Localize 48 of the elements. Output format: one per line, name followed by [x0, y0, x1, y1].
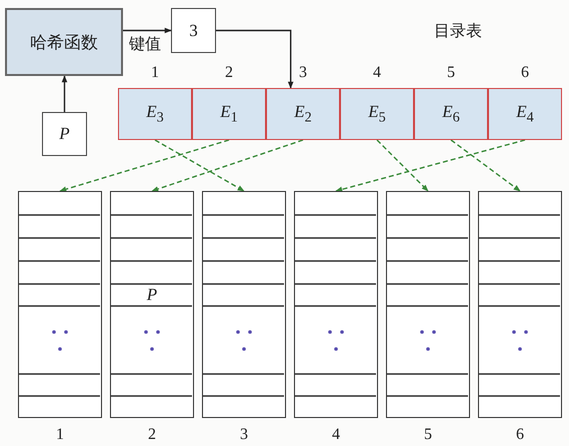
bucket-column — [18, 191, 102, 418]
index-number: 3 — [299, 64, 307, 82]
node-label: E$_{6}$ — [442, 102, 460, 126]
index-number: 4 — [332, 426, 340, 444]
arrow — [59, 139, 230, 192]
node-label: 3 — [189, 20, 198, 40]
node-label: E$_{1}$ — [220, 102, 238, 126]
index-number: 6 — [516, 426, 524, 444]
table-title: 目录表 — [434, 20, 482, 42]
node-label: E$_{4}$ — [516, 102, 534, 126]
directory-cell — [340, 88, 414, 140]
node-label: E$_{5}$ — [368, 102, 386, 126]
bucket-column — [478, 191, 562, 418]
arrow — [123, 28, 172, 34]
directory-cell — [266, 88, 340, 140]
bucket-column — [386, 191, 470, 418]
directory-cell — [118, 88, 192, 140]
node-label: 哈希函数 — [30, 32, 98, 54]
process-box — [5, 8, 123, 76]
index-number: 6 — [521, 64, 529, 82]
arrow — [376, 140, 428, 192]
node-label: E$_{2}$ — [294, 102, 312, 126]
index-number: 1 — [56, 426, 64, 444]
index-number: 3 — [240, 426, 248, 444]
index-number: 4 — [373, 64, 381, 82]
edge-label: 键值 — [129, 34, 161, 55]
arrow — [450, 139, 521, 192]
arrow — [216, 30, 294, 89]
arrow — [151, 139, 304, 192]
value-box — [42, 112, 87, 156]
directory-cell — [488, 88, 562, 140]
value-box — [171, 8, 216, 53]
bucket-column — [202, 191, 286, 418]
index-number: 1 — [151, 64, 159, 82]
index-number: 5 — [447, 64, 455, 82]
arrow — [154, 139, 245, 192]
node-label: P — [59, 124, 70, 144]
arrow — [335, 139, 526, 192]
arrow — [62, 75, 68, 112]
directory-cell — [192, 88, 266, 140]
index-number: 5 — [424, 426, 432, 444]
index-number: 2 — [148, 426, 156, 444]
node-label: E$_{3}$ — [146, 102, 164, 126]
record-label: P — [146, 284, 158, 306]
index-number: 2 — [225, 64, 233, 82]
bucket-column — [294, 191, 378, 418]
directory-cell — [414, 88, 488, 140]
bucket-column — [110, 191, 194, 418]
